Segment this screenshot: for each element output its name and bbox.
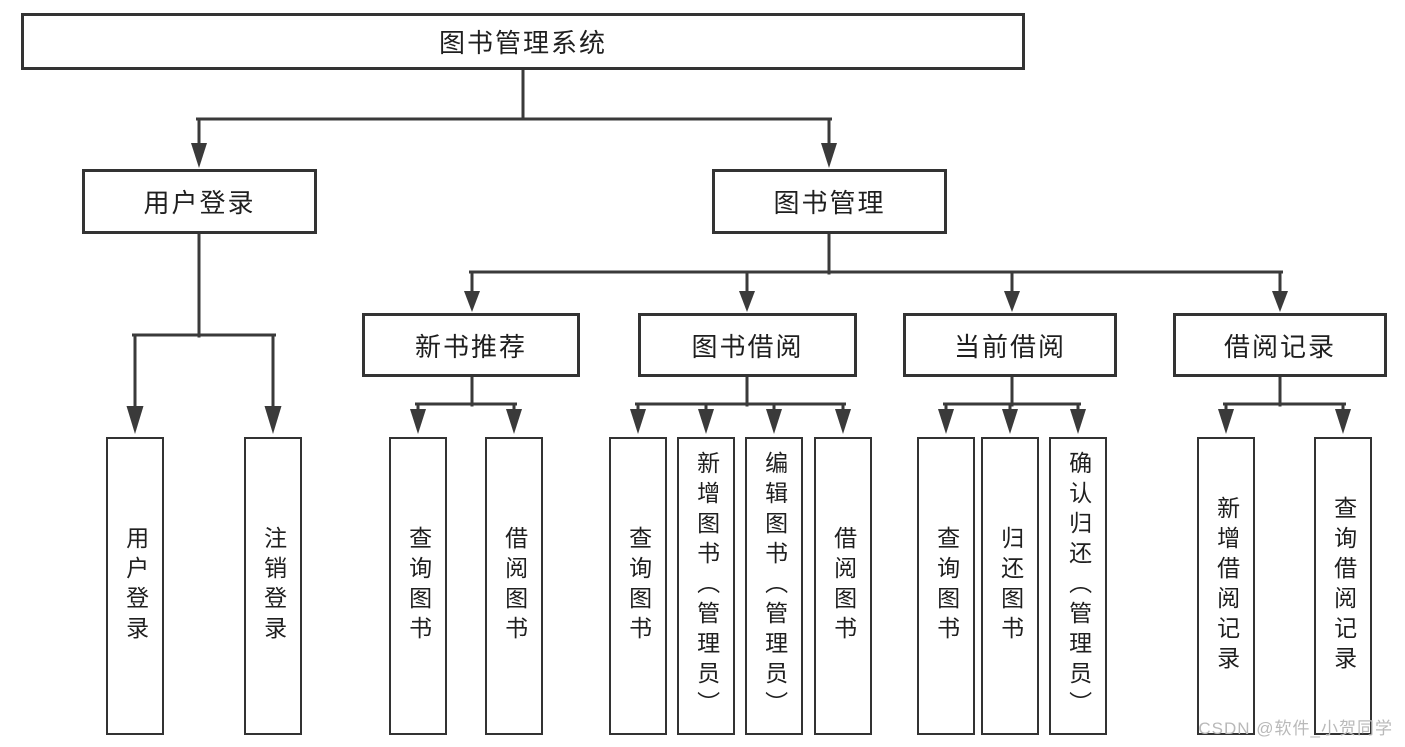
connector-currentborrow-leaves <box>938 375 1086 434</box>
leaf-label: 注销登录 <box>260 526 287 646</box>
leaf-label: 新增图书（管理员） <box>693 451 720 721</box>
leaf-current-confirm-return-admin: 确认归还（管理员） <box>1049 437 1107 735</box>
leaf-logout: 注销登录 <box>244 437 302 735</box>
leaf-label: 查询图书 <box>933 526 960 646</box>
leaf-borrow-borrow-book: 借阅图书 <box>814 437 872 735</box>
connector-root-to-level2 <box>191 64 837 168</box>
leaf-borrow-edit-book-admin: 编辑图书（管理员） <box>745 437 803 735</box>
leaf-label: 借阅图书 <box>830 526 857 646</box>
leaf-record-query-borrow-record: 查询借阅记录 <box>1314 437 1372 735</box>
node-label: 图书管理 <box>773 188 886 218</box>
node-book-borrow: 图书借阅 <box>638 313 857 377</box>
node-label: 用户登录 <box>143 188 256 218</box>
node-root: 图书管理系统 <box>21 13 1025 70</box>
connector-login-leaves <box>126 232 282 434</box>
connector-manage-to-level3 <box>464 232 1288 312</box>
leaf-borrow-query-book: 查询图书 <box>609 437 667 735</box>
node-new-book-recommend: 新书推荐 <box>362 313 580 377</box>
leaf-newbook-query-book: 查询图书 <box>389 437 447 735</box>
leaf-label: 新增借阅记录 <box>1213 496 1240 676</box>
connector-newbook-leaves <box>410 375 522 434</box>
node-label: 图书管理系统 <box>438 28 607 58</box>
leaf-borrow-add-book-admin: 新增图书（管理员） <box>677 437 735 735</box>
csdn-watermark: CSDN @软件_小贺同学 <box>1198 719 1393 738</box>
connector-bookborrow-leaves <box>630 375 851 434</box>
leaf-label: 归还图书 <box>997 526 1024 646</box>
leaf-current-return-book: 归还图书 <box>981 437 1039 735</box>
leaf-label: 查询借阅记录 <box>1330 496 1357 676</box>
node-label: 当前借阅 <box>953 331 1066 362</box>
node-book-management: 图书管理 <box>712 169 947 234</box>
leaf-newbook-borrow-book: 借阅图书 <box>485 437 543 735</box>
node-user-login: 用户登录 <box>82 169 317 234</box>
leaf-label: 查询图书 <box>405 526 432 646</box>
node-current-borrow: 当前借阅 <box>903 313 1117 377</box>
leaf-record-add-borrow-record: 新增借阅记录 <box>1197 437 1255 735</box>
node-borrow-records: 借阅记录 <box>1173 313 1387 377</box>
node-label: 新书推荐 <box>414 331 527 362</box>
connector-records-leaves <box>1218 375 1351 434</box>
leaf-label: 编辑图书（管理员） <box>761 451 788 721</box>
leaf-label: 用户登录 <box>122 526 149 646</box>
node-label: 借阅记录 <box>1223 331 1336 362</box>
leaf-label: 借阅图书 <box>501 526 528 646</box>
leaf-current-query-book: 查询图书 <box>917 437 975 735</box>
leaf-user-login: 用户登录 <box>106 437 164 735</box>
node-label: 图书借阅 <box>691 331 804 362</box>
leaf-label: 查询图书 <box>625 526 652 646</box>
leaf-label: 确认归还（管理员） <box>1065 451 1092 721</box>
